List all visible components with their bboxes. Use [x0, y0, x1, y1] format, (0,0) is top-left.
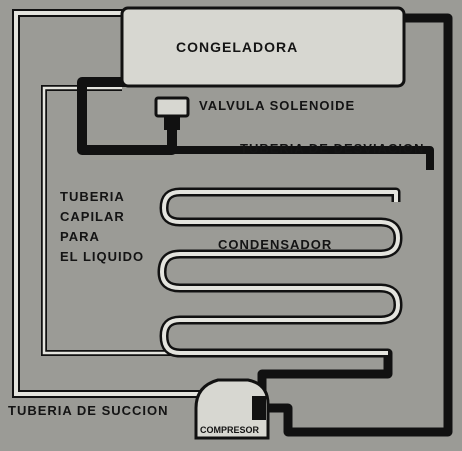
bypass-pipe-label: TUBERIA DE DESVIACION: [240, 141, 425, 156]
suction-pipe-core: [14, 11, 206, 396]
compressor-label: COMPRESOR: [200, 425, 260, 435]
compressor-body: [194, 378, 270, 440]
freezer-box: [120, 6, 406, 88]
freezer-label: CONGELADORA: [176, 39, 299, 55]
freezer-outlet-pipe: [77, 77, 177, 155]
compressor-outlet: [252, 396, 266, 420]
capillary-label-line1: TUBERIA: [60, 189, 125, 204]
solenoid-valve-stem: [164, 116, 180, 130]
condenser-coil-core: [160, 190, 400, 355]
solenoid-valve-label: VALVULA SOLENOIDE: [199, 98, 356, 113]
capillary-label-line4: EL LIQUIDO: [60, 249, 145, 264]
condenser-label: CONDENSADOR: [218, 237, 333, 252]
capillary-label-line2: CAPILAR: [60, 209, 125, 224]
suction-pipe-label: TUBERIA DE SUCCION: [8, 403, 169, 418]
capillary-label-line3: PARA: [60, 229, 100, 244]
bypass-branch-pipe: [172, 146, 434, 170]
solenoid-valve-body: [154, 96, 190, 118]
